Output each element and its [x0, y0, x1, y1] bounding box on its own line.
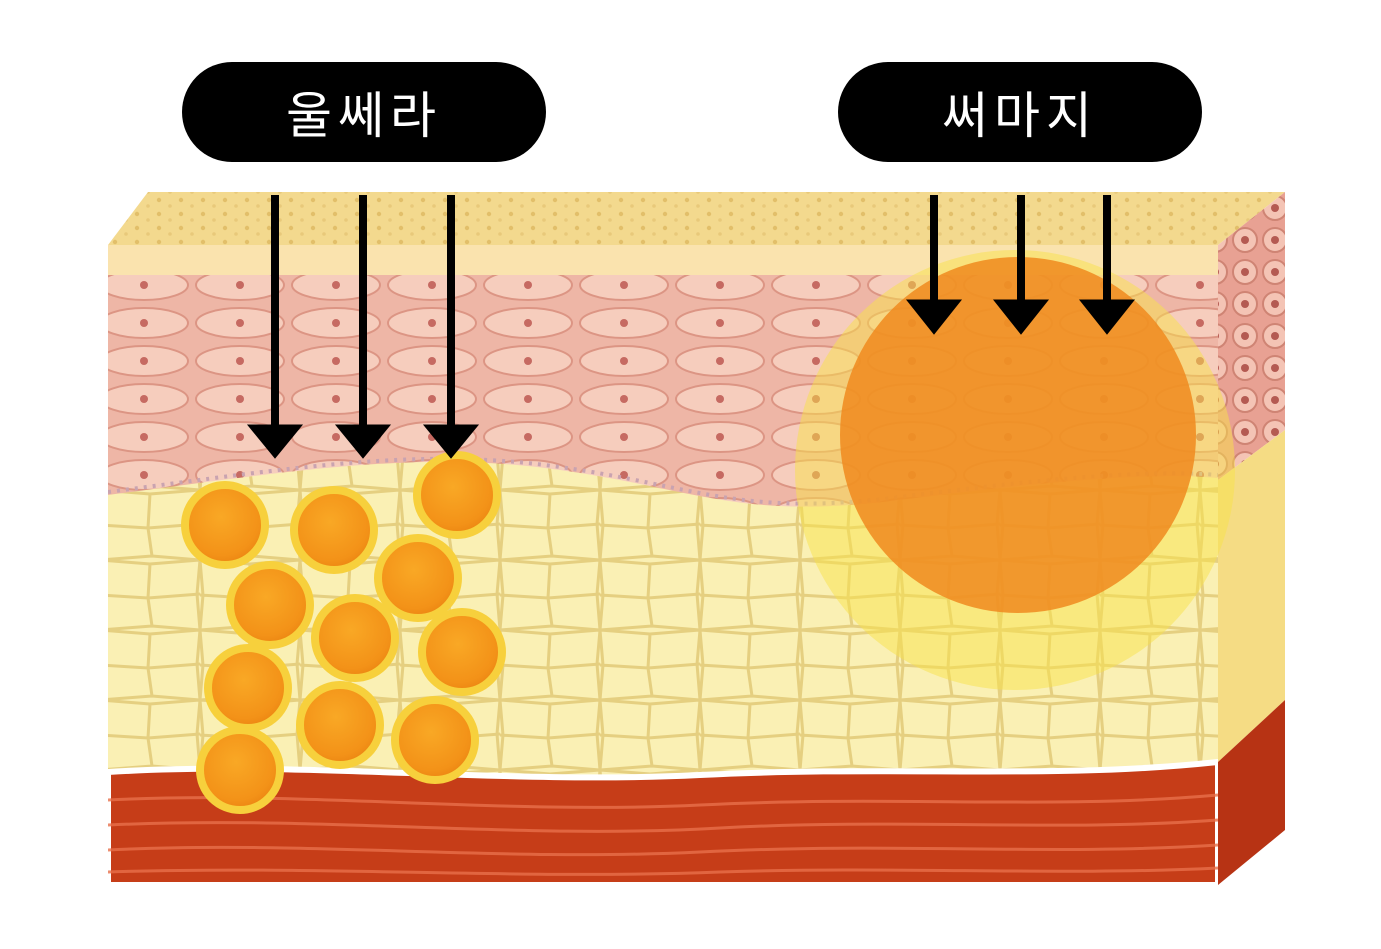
muscle-layer — [108, 758, 1218, 885]
thermage-heat-zone — [795, 250, 1235, 690]
focal-point — [391, 696, 479, 784]
thermage-arrows — [905, 195, 1136, 335]
down-arrow-icon — [422, 195, 480, 459]
ulthera-label: 울쎄라 — [182, 62, 546, 162]
focal-point — [196, 726, 284, 814]
down-arrow-icon — [1078, 195, 1136, 335]
down-arrow-icon — [992, 195, 1050, 335]
down-arrow-icon — [246, 195, 304, 459]
focal-point — [418, 608, 506, 696]
ulthera-arrows — [246, 195, 480, 459]
down-arrow-icon — [334, 195, 392, 459]
focal-point — [181, 481, 269, 569]
focal-point — [204, 644, 292, 732]
focal-point — [311, 594, 399, 682]
focal-point — [296, 681, 384, 769]
thermage-label: 써마지 — [838, 62, 1202, 162]
focal-point — [413, 451, 501, 539]
focal-point — [290, 486, 378, 574]
skin-side-face — [1218, 192, 1285, 885]
focal-point — [226, 561, 314, 649]
ulthera-focal-points — [181, 451, 506, 814]
down-arrow-icon — [905, 195, 963, 335]
focal-point — [374, 534, 462, 622]
muscle-fibers — [108, 793, 1218, 876]
